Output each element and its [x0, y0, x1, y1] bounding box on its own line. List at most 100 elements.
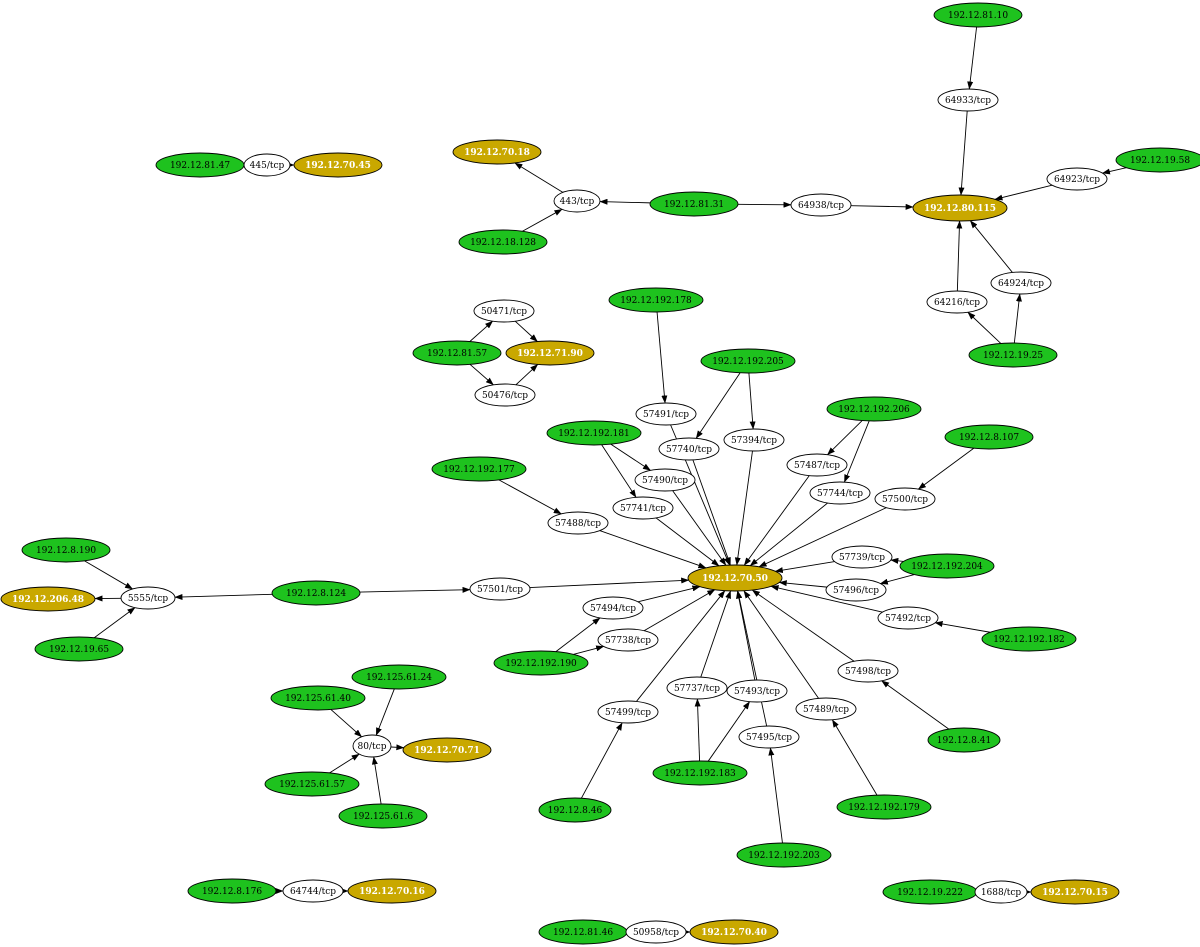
node-host-h_8_107[interactable]: 192.12.8.107	[944, 424, 1034, 450]
node-shape	[974, 880, 1028, 904]
node-host-h_19_25[interactable]: 192.12.19.25	[968, 342, 1058, 368]
node-port-p_64938[interactable]: 64938/tcp	[790, 193, 852, 217]
node-target-t_70_16[interactable]: 192.12.70.16	[347, 878, 437, 904]
node-host-h_81_57[interactable]: 192.12.81.57	[412, 340, 502, 366]
node-port-p_57490[interactable]: 57490/tcp	[634, 468, 696, 492]
node-host-h_19_58[interactable]: 192.12.19.58	[1115, 147, 1200, 173]
node-port-p_57738[interactable]: 57738/tcp	[597, 628, 659, 652]
edge-p_64933-to-t_80_115	[958, 110, 968, 196]
node-host-h_8_41[interactable]: 192.12.8.41	[927, 727, 1001, 753]
node-shape	[1030, 879, 1120, 905]
node-shape	[271, 580, 361, 606]
node-port-p_57489[interactable]: 57489/tcp	[795, 697, 857, 721]
node-host-h_8_124[interactable]: 192.12.8.124	[271, 580, 361, 606]
node-target-t_70_40[interactable]: 192.12.70.40	[689, 919, 779, 945]
node-port-p_443[interactable]: 443/tcp	[553, 189, 601, 213]
node-host-h_125_61_57[interactable]: 192.125.61.57	[264, 771, 360, 797]
node-shape	[877, 606, 939, 630]
node-port-p_445[interactable]: 445/tcp	[243, 153, 291, 177]
node-port-p_5555[interactable]: 5555/tcp	[120, 586, 176, 610]
node-host-h_192_203[interactable]: 192.12.192.203	[736, 842, 832, 868]
edge-h_125_61_6-to-p_80	[371, 756, 382, 805]
node-host-h_8_190[interactable]: 192.12.8.190	[21, 537, 111, 563]
edge-h_192_183-to-p_57493	[707, 701, 750, 762]
edge-p_57500-to-t_70_50	[758, 507, 887, 568]
node-host-h_192_204[interactable]: 192.12.192.204	[899, 553, 995, 579]
node-port-p_57491[interactable]: 57491/tcp	[635, 402, 697, 426]
edge-h_81_10-to-p_64933	[967, 26, 978, 90]
node-host-h_8_176[interactable]: 192.12.8.176	[187, 878, 277, 904]
node-host-h_192_178[interactable]: 192.12.192.178	[608, 287, 704, 313]
node-target-t_80_115[interactable]: 192.12.80.115	[912, 194, 1008, 222]
node-host-h_192_205[interactable]: 192.12.192.205	[700, 348, 796, 374]
node-host-h_192_177[interactable]: 192.12.192.177	[431, 456, 527, 482]
node-port-p_64923[interactable]: 64923/tcp	[1046, 167, 1108, 191]
node-target-t_70_15[interactable]: 192.12.70.15	[1030, 879, 1120, 905]
node-host-h_192_183[interactable]: 192.12.192.183	[652, 760, 748, 786]
node-target-t_70_45[interactable]: 192.12.70.45	[293, 152, 383, 178]
node-host-h_18_128[interactable]: 192.12.18.128	[458, 229, 548, 255]
node-host-h_192_206[interactable]: 192.12.192.206	[826, 396, 922, 422]
node-label: 192.12.70.15	[1042, 888, 1108, 898]
edge-h_81_57-to-p_50476	[469, 364, 494, 386]
node-port-p_57739[interactable]: 57739/tcp	[831, 545, 893, 569]
node-port-p_50476[interactable]: 50476/tcp	[474, 383, 536, 407]
node-label: 64744/tcp	[290, 887, 336, 897]
node-port-p_57496[interactable]: 57496/tcp	[825, 578, 887, 602]
node-port-p_50958[interactable]: 50958/tcp	[625, 920, 687, 944]
edge-h_192_181-to-p_57490	[610, 443, 651, 471]
node-port-p_1688[interactable]: 1688/tcp	[974, 880, 1028, 904]
node-port-p_57744[interactable]: 57744/tcp	[809, 481, 871, 505]
node-target-t_70_71[interactable]: 192.12.70.71	[402, 737, 492, 763]
node-shape	[538, 797, 612, 823]
node-host-h_125_61_40[interactable]: 192.125.61.40	[270, 685, 366, 711]
node-host-h_125_61_24[interactable]: 192.125.61.24	[351, 664, 447, 690]
node-label: 192.125.61.40	[285, 694, 351, 704]
node-port-p_57487[interactable]: 57487/tcp	[786, 453, 848, 477]
node-port-p_57498[interactable]: 57498/tcp	[837, 659, 899, 683]
node-port-p_57740[interactable]: 57740/tcp	[658, 437, 720, 461]
node-port-p_57499[interactable]: 57499/tcp	[597, 700, 659, 724]
node-label: 192.12.8.46	[548, 806, 603, 816]
node-port-p_57501[interactable]: 57501/tcp	[469, 577, 531, 601]
node-host-h_81_46[interactable]: 192.12.81.46	[538, 919, 628, 945]
node-host-h_192_182[interactable]: 192.12.192.182	[981, 626, 1077, 652]
node-host-h_81_31[interactable]: 192.12.81.31	[649, 191, 739, 217]
node-host-h_192_179[interactable]: 192.12.192.179	[836, 794, 932, 820]
node-shape	[726, 679, 788, 703]
node-port-p_64216[interactable]: 64216/tcp	[926, 290, 988, 314]
node-shape	[493, 650, 589, 676]
node-label: 50958/tcp	[633, 928, 679, 938]
node-host-h_81_10[interactable]: 192.12.81.10	[933, 2, 1023, 28]
node-host-h_81_47[interactable]: 192.12.81.47	[155, 152, 245, 178]
node-port-p_57488[interactable]: 57488/tcp	[547, 511, 609, 535]
node-host-h_8_46[interactable]: 192.12.8.46	[538, 797, 612, 823]
node-port-p_57394[interactable]: 57394/tcp	[723, 428, 785, 452]
node-port-p_80[interactable]: 80/tcp	[352, 734, 392, 758]
node-shape	[927, 727, 1001, 753]
node-port-p_57492[interactable]: 57492/tcp	[877, 606, 939, 630]
node-port-p_57494[interactable]: 57494/tcp	[582, 596, 644, 620]
node-port-p_57495[interactable]: 57495/tcp	[738, 725, 800, 749]
node-shape	[473, 299, 535, 323]
node-port-p_50471[interactable]: 50471/tcp	[473, 299, 535, 323]
node-host-h_192_181[interactable]: 192.12.192.181	[546, 420, 642, 446]
node-port-p_57493[interactable]: 57493/tcp	[726, 679, 788, 703]
node-target-t_70_50[interactable]: 192.12.70.50	[687, 564, 783, 592]
node-host-h_192_190[interactable]: 192.12.192.190	[493, 650, 589, 676]
node-port-p_57737[interactable]: 57737/tcp	[666, 676, 728, 700]
node-host-h_19_222[interactable]: 192.12.19.222	[882, 879, 978, 905]
edge-p_57490-to-t_70_50	[672, 490, 727, 566]
node-target-t_206_48[interactable]: 192.12.206.48	[0, 586, 96, 612]
node-host-h_19_65[interactable]: 192.12.19.65	[34, 636, 124, 662]
node-port-p_57741[interactable]: 57741/tcp	[612, 496, 674, 520]
node-port-p_64744[interactable]: 64744/tcp	[282, 879, 344, 903]
node-target-t_71_90[interactable]: 192.12.71.90	[505, 340, 595, 366]
node-label: 57490/tcp	[642, 476, 688, 486]
node-host-h_125_61_6[interactable]: 192.125.61.6	[338, 803, 428, 829]
node-port-p_64933[interactable]: 64933/tcp	[937, 88, 999, 112]
node-label: 192.12.19.25	[983, 351, 1043, 361]
node-port-p_64924[interactable]: 64924/tcp	[990, 271, 1052, 295]
node-port-p_57500[interactable]: 57500/tcp	[874, 487, 936, 511]
node-target-t_70_18[interactable]: 192.12.70.18	[452, 139, 542, 165]
